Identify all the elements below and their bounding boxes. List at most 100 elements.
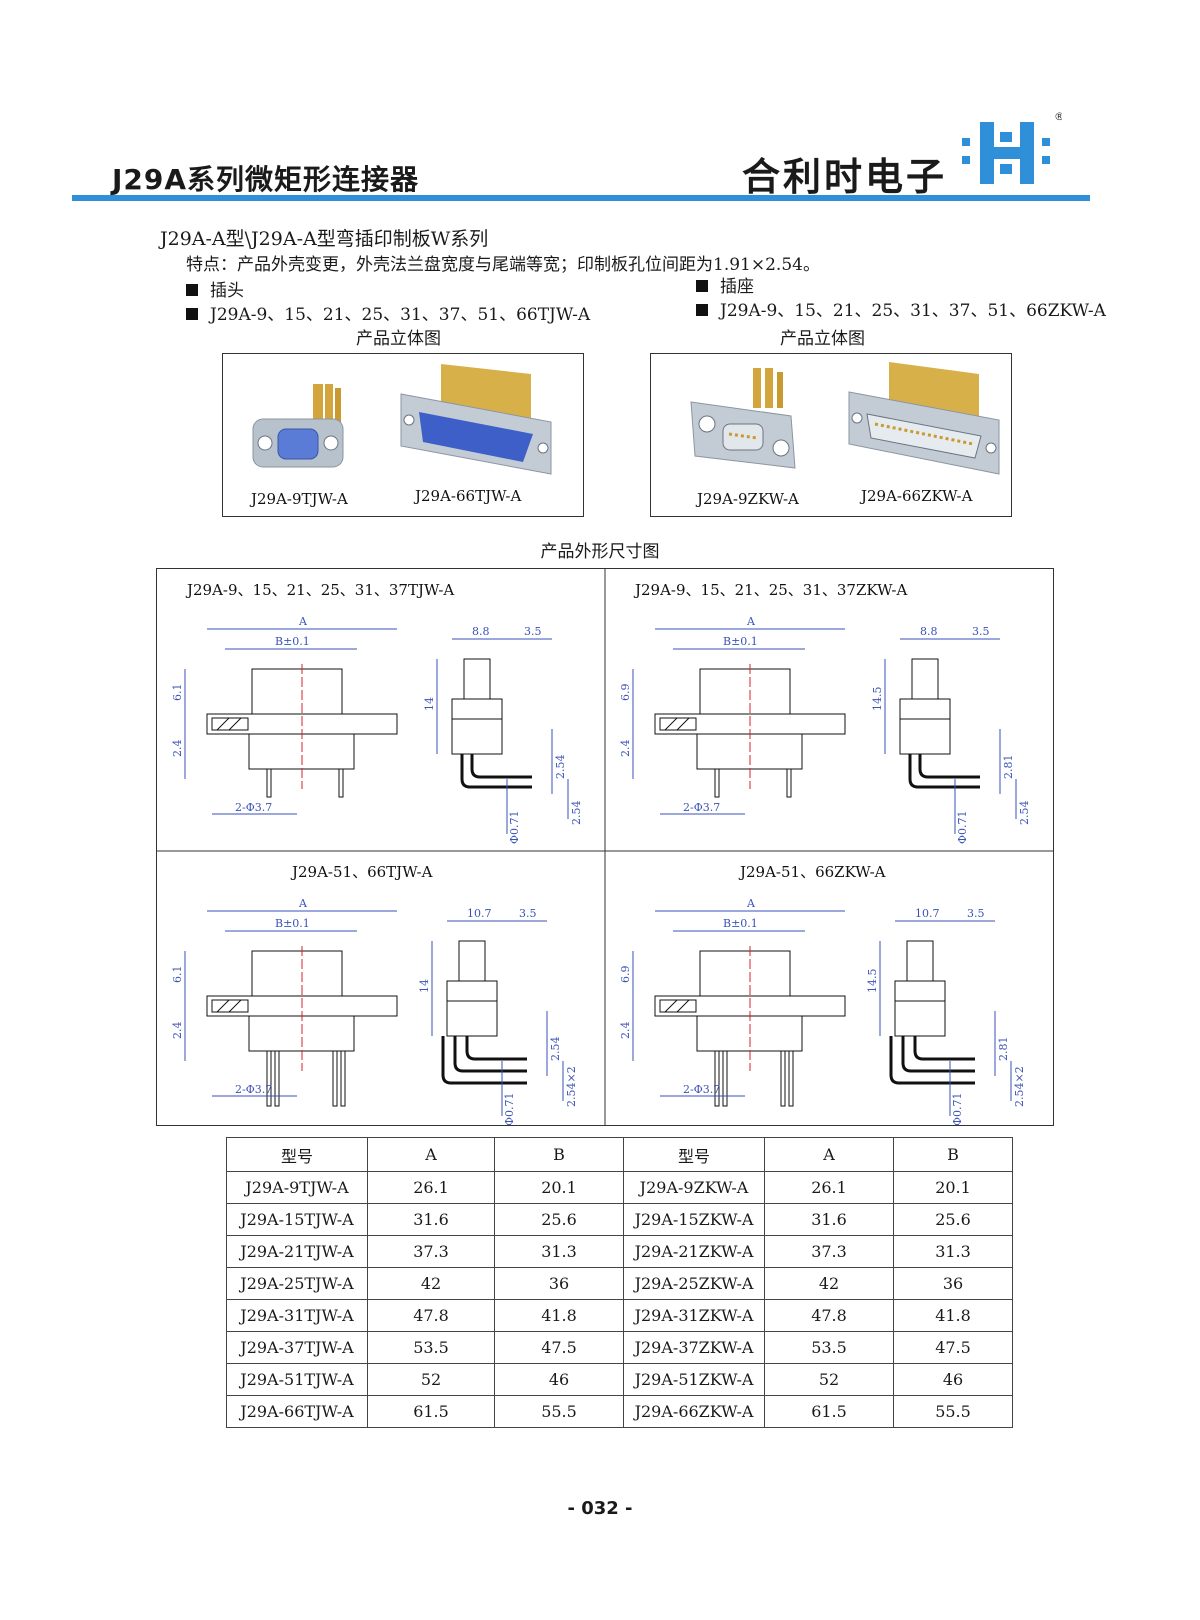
dim-a-cell: 52 xyxy=(367,1363,495,1396)
page-title: J29A系列微矩形连接器 xyxy=(112,163,420,196)
dim-pin-label: Φ0.71 xyxy=(956,810,969,844)
dim-p2-label: 2.54 xyxy=(1018,801,1031,826)
dim-p1-label: 2.81 xyxy=(997,1037,1010,1062)
dim-a-label: A xyxy=(746,615,756,628)
model-cell: J29A-51TJW-A xyxy=(226,1363,368,1396)
dim-a-cell: 61.5 xyxy=(764,1395,894,1428)
dim-a-cell: 31.6 xyxy=(764,1203,894,1236)
page-number: - 032 - xyxy=(567,1498,633,1519)
col-header-model: 型号 xyxy=(226,1137,368,1172)
plug-models: J29A-9、15、21、25、31、37、51、66TJW-A xyxy=(186,300,590,325)
socket-photo-caption: 产品立体图 xyxy=(780,329,865,349)
dim-w1-label: 10.7 xyxy=(915,907,940,920)
dim-pin-label: Φ0.71 xyxy=(951,1092,964,1125)
dim-w2-label: 3.5 xyxy=(972,625,990,638)
col-header-b: B xyxy=(494,1137,624,1172)
socket-photo-box: J29A-9ZKW-A J29A-66ZKW-A xyxy=(650,353,1012,517)
dim-b-cell: 36 xyxy=(893,1267,1013,1300)
dim-b-cell: 20.1 xyxy=(494,1171,624,1204)
plug-photo-label-2: J29A-66TJW-A xyxy=(413,487,522,505)
model-cell: J29A-21TJW-A xyxy=(226,1235,368,1268)
dim-h2-label: 2.4 xyxy=(171,1022,184,1040)
panel-title: J29A-9、15、21、25、31、37TJW-A xyxy=(185,581,454,599)
model-cell: J29A-66ZKW-A xyxy=(623,1395,765,1428)
dim-a-cell: 31.6 xyxy=(367,1203,495,1236)
dim-height-label: 14.5 xyxy=(866,969,879,994)
dim-b-cell: 20.1 xyxy=(893,1171,1013,1204)
dim-b-label: B±0.1 xyxy=(275,635,310,648)
dim-pin-label: Φ0.71 xyxy=(508,810,521,844)
dim-p2-label: 2.54 xyxy=(570,801,583,826)
drawing-panel: J29A-9、15、21、25、31、37TJW-AAB±0.16.12.42-… xyxy=(171,581,583,844)
dim-w1-label: 8.8 xyxy=(920,625,938,638)
model-cell: J29A-66TJW-A xyxy=(226,1395,368,1428)
bullet-icon xyxy=(186,283,198,296)
col-header-a: A xyxy=(764,1137,894,1172)
model-cell: J29A-9ZKW-A xyxy=(623,1171,765,1204)
dim-b-label: B±0.1 xyxy=(723,635,758,648)
dim-a-cell: 61.5 xyxy=(367,1395,495,1428)
socket-photo-illustration: J29A-9ZKW-A J29A-66ZKW-A xyxy=(690,362,1000,508)
dim-a-cell: 26.1 xyxy=(764,1171,894,1204)
table-header-row: 型号 A B 型号 A B xyxy=(226,1137,1013,1172)
model-cell: J29A-21ZKW-A xyxy=(623,1235,765,1268)
plug-heading: 插头 xyxy=(186,276,244,301)
model-cell: J29A-9TJW-A xyxy=(226,1171,368,1204)
socket-heading: 插座 xyxy=(696,272,754,297)
col-header-model: 型号 xyxy=(623,1137,765,1172)
model-cell: J29A-25TJW-A xyxy=(226,1267,368,1300)
dim-h2-label: 2.4 xyxy=(619,740,632,758)
dim-b-cell: 31.3 xyxy=(494,1235,624,1268)
dim-b-cell: 46 xyxy=(893,1363,1013,1396)
panel-title: J29A-51、66TJW-A xyxy=(290,863,433,881)
dim-a-cell: 52 xyxy=(764,1363,894,1396)
dim-a-cell: 42 xyxy=(764,1267,894,1300)
dim-b-cell: 25.6 xyxy=(494,1203,624,1236)
panel-title: J29A-9、15、21、25、31、37ZKW-A xyxy=(633,581,907,599)
dim-hole-label: 2-Φ3.7 xyxy=(683,801,720,814)
bullet-icon xyxy=(186,307,198,320)
dim-a-cell: 53.5 xyxy=(764,1331,894,1364)
model-cell: J29A-25ZKW-A xyxy=(623,1267,765,1300)
drawing-panel: J29A-9、15、21、25、31、37ZKW-AAB±0.16.92.42-… xyxy=(619,581,1031,844)
dim-b-cell: 25.6 xyxy=(893,1203,1013,1236)
series-title: J29A-A型\J29A-A型弯插印制板W系列 xyxy=(160,228,489,250)
dim-hole-label: 2-Φ3.7 xyxy=(235,1083,272,1096)
dim-a-cell: 53.5 xyxy=(367,1331,495,1364)
dim-a-cell: 47.8 xyxy=(367,1299,495,1332)
model-cell: J29A-37TJW-A xyxy=(226,1331,368,1364)
dim-p1-label: 2.81 xyxy=(1002,755,1015,780)
dim-b-cell: 41.8 xyxy=(494,1299,624,1332)
dim-w2-label: 3.5 xyxy=(967,907,985,920)
drawings-caption: 产品外形尺寸图 xyxy=(540,542,660,562)
company-name: 合利时电子 xyxy=(742,155,948,199)
drawings-frame: J29A-9、15、21、25、31、37TJW-A A B±0.1 6.1 2.4 2-… xyxy=(156,568,1054,1126)
dim-a-cell: 37.3 xyxy=(367,1235,495,1268)
dim-b-label: B±0.1 xyxy=(723,917,758,930)
dim-h1-label: 6.1 xyxy=(171,684,184,702)
dim-height-label: 14 xyxy=(423,697,436,711)
dim-w1-label: 10.7 xyxy=(467,907,492,920)
company-logo: ® xyxy=(962,108,1065,192)
dimension-drawings: J29A-9、15、21、25、31、37TJW-A A B±0.1 6.1 2.4 2-… xyxy=(157,569,1053,1126)
dim-a-cell: 26.1 xyxy=(367,1171,495,1204)
dim-hole-label: 2-Φ3.7 xyxy=(683,1083,720,1096)
dim-a-label: A xyxy=(746,897,756,910)
bullet-icon xyxy=(696,279,708,292)
dim-w1-label: 8.8 xyxy=(472,625,490,638)
dim-b-label: B±0.1 xyxy=(275,917,310,930)
plug-photo-box: J29A-9TJW-A J29A-66TJW-A xyxy=(222,353,584,517)
model-cell: J29A-31ZKW-A xyxy=(623,1299,765,1332)
model-cell: J29A-31TJW-A xyxy=(226,1299,368,1332)
dim-height-label: 14 xyxy=(418,979,431,993)
model-cell: J29A-15TJW-A xyxy=(226,1203,368,1236)
